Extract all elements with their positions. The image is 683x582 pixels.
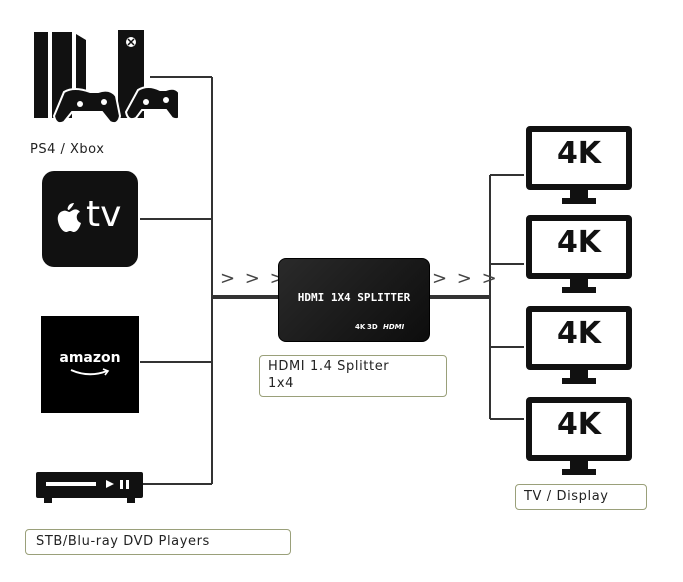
stb-label: STB/Blu-ray DVD Players bbox=[25, 529, 291, 555]
splitter-badge-hdmi: HDMI bbox=[383, 323, 405, 331]
stb-player-icon bbox=[36, 472, 143, 504]
amazon-box: amazon bbox=[41, 316, 139, 413]
input-arrows: > > > bbox=[220, 268, 287, 289]
hdmi-splitter-device: HDMI 1X4 SPLITTER 4K 3D HDMI bbox=[278, 258, 430, 342]
game-console-icon bbox=[28, 30, 184, 130]
tv-screen-text: 4K bbox=[556, 407, 602, 442]
amazon-smile-icon bbox=[70, 368, 110, 376]
console-label: PS4 / Xbox bbox=[30, 142, 105, 157]
tv-display-label: TV / Display bbox=[515, 484, 647, 510]
splitter-caption-line1: HDMI 1.4 Splitter bbox=[268, 359, 390, 374]
tv-screen-text: 4K bbox=[556, 225, 602, 260]
apple-tv-box: tv bbox=[42, 171, 138, 267]
output-arrows: > > > bbox=[432, 268, 499, 289]
splitter-badge-4k: 4K bbox=[355, 323, 366, 331]
tv-screen-text: 4K bbox=[556, 316, 602, 351]
apple-logo-icon bbox=[57, 203, 81, 232]
apple-tv-text: tv bbox=[86, 194, 122, 235]
splitter-badge-3d: 3D bbox=[367, 323, 378, 331]
tv-display-2: 4K bbox=[526, 215, 632, 295]
tv-display-4: 4K bbox=[526, 397, 632, 477]
amazon-logo-text: amazon bbox=[59, 350, 121, 366]
tv-display-3: 4K bbox=[526, 306, 632, 386]
splitter-caption-line2: 1x4 bbox=[268, 376, 295, 391]
splitter-caption: HDMI 1.4 Splitter 1x4 bbox=[259, 355, 447, 397]
tv-display-1: 4K bbox=[526, 126, 632, 206]
splitter-title: HDMI 1X4 SPLITTER bbox=[297, 291, 411, 304]
tv-screen-text: 4K bbox=[556, 136, 602, 171]
